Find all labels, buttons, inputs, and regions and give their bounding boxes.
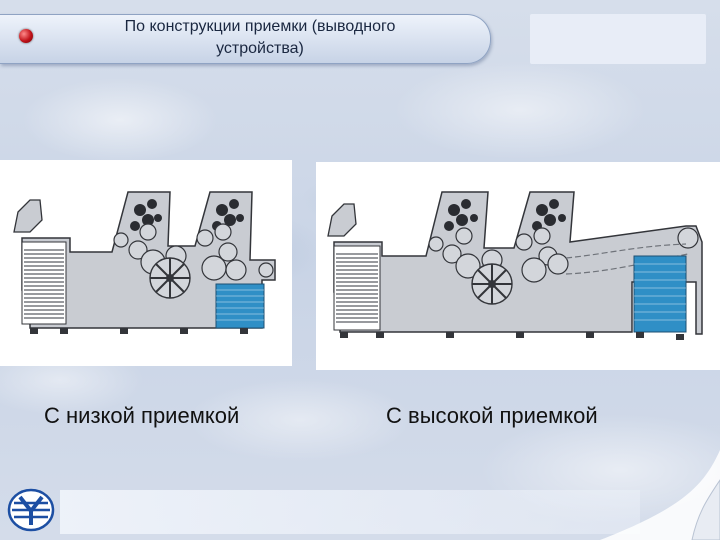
- red-sphere-icon: [19, 29, 33, 43]
- company-logo-icon: [6, 487, 56, 533]
- machine-feet: [30, 328, 248, 334]
- figure-low-delivery: [0, 160, 292, 366]
- feeder-pile: [333, 245, 381, 331]
- machine-feet: [340, 332, 684, 340]
- delivery-pile-high: [633, 255, 687, 333]
- title-side-box: [530, 14, 706, 64]
- low-delivery-press-diagram: [13, 191, 276, 334]
- delivery-chain: [565, 243, 687, 259]
- inking-rollers: [130, 199, 244, 231]
- caption-low-delivery: С низкой приемкой: [44, 403, 240, 428]
- footer-strip: [60, 490, 640, 534]
- slide-title: По конструкции приемки (выводного устрой…: [124, 18, 396, 57]
- transfer-drum: [471, 263, 513, 305]
- inking-rollers: [444, 199, 566, 231]
- figure-high-delivery: [316, 162, 720, 370]
- feeder-head: [327, 203, 357, 237]
- delivery-pile-low: [215, 283, 265, 329]
- title-bar: [0, 14, 491, 64]
- caption-high-delivery: С высокой приемкой: [386, 403, 598, 428]
- transfer-drum: [149, 257, 191, 299]
- feeder-head: [13, 199, 43, 233]
- feeder-pile: [21, 241, 67, 325]
- page-curl: [600, 450, 720, 540]
- machine-body: [333, 191, 703, 335]
- high-delivery-press-diagram: [327, 191, 703, 340]
